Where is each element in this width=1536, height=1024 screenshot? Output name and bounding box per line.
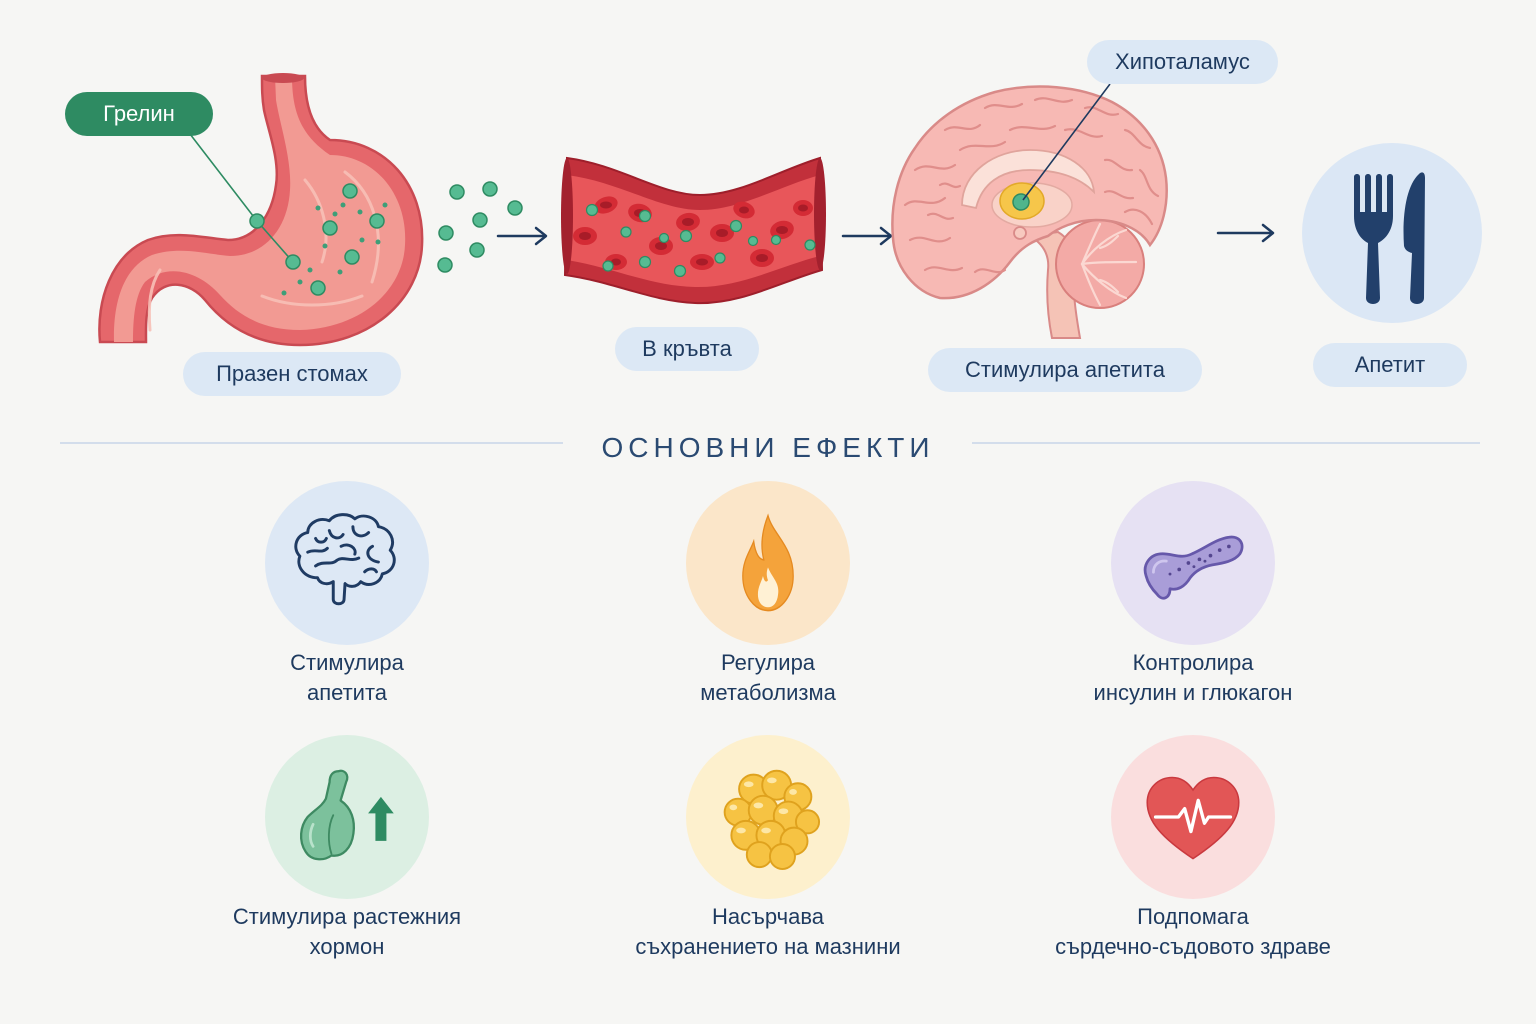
appetite-circle: [1302, 143, 1482, 323]
effect-label-line2: сърдечно-съдовото здраве: [1055, 934, 1331, 959]
divider-left: [60, 442, 563, 444]
in-blood-label: В кръвта: [615, 327, 759, 371]
effect-label-line1: Стимулира: [290, 650, 404, 675]
divider-right: [972, 442, 1480, 444]
knife-icon: [1403, 172, 1425, 304]
ghrelin-particles-small: [281, 202, 388, 296]
stimulates-appetite-label: Стимулира апетита: [928, 348, 1202, 392]
empty-stomach-label: Празен стомах: [183, 352, 401, 396]
cerebellum: [1055, 219, 1145, 309]
effect-controls-insulin-glucagon: Контролира инсулин и глюкагон: [993, 481, 1393, 708]
flame-icon: [742, 513, 794, 612]
pituitary-growth-arrow-icon: [300, 769, 394, 861]
effect-regulates-metabolism: Регулира метаболизма: [568, 481, 968, 708]
effect-icon-circle: [1111, 481, 1275, 645]
fork-icon: [1354, 174, 1393, 304]
effect-label-line2: съхранението на мазнини: [635, 934, 901, 959]
brain-icon: [294, 513, 396, 606]
effect-stimulates-growth-hormone: Стимулира растежния хормон: [147, 735, 547, 962]
stomach-lumen: [113, 76, 406, 342]
red-blood-cells: [573, 196, 813, 270]
effect-icon-circle: [686, 735, 850, 899]
corpus-callosum: [961, 149, 1096, 210]
section-title: ОСНОВНИ ЕФЕКТИ: [601, 432, 935, 463]
ghrelin-released-molecules: [437, 181, 523, 273]
effect-icon-circle: [265, 735, 429, 899]
ghrelin-label: Грелин: [65, 92, 213, 136]
pancreas-icon: [1143, 535, 1244, 600]
effect-label-line1: Контролира: [1132, 650, 1254, 675]
effect-label-line1: Стимулира растежния: [232, 904, 462, 929]
ghrelin-molecules-in-blood: [585, 203, 816, 278]
effect-label-line2: метаболизма: [700, 680, 836, 705]
effect-label-line2: инсулин и глюкагон: [1093, 680, 1293, 705]
effect-supports-cardiovascular-health: Подпомага сърдечно-съдовото здраве: [993, 735, 1393, 962]
brain-illustration: [891, 83, 1168, 339]
heart-pulse-icon: [1146, 776, 1240, 860]
vessel-left-end: [561, 158, 573, 274]
ghrelin-pathway-illustration: [98, 73, 1482, 347]
effect-label-line2: хормон: [309, 934, 385, 959]
arrow-to-appetite-icon: [1216, 223, 1275, 243]
blood-vessel-illustration: [561, 156, 826, 305]
pulse-line-icon: [1153, 798, 1233, 834]
hypothalamus-callout-line: [1022, 83, 1111, 201]
effect-label-line1: Регулира: [720, 650, 816, 675]
effect-label-line1: Насърчава: [712, 904, 824, 929]
stomach-illustration: [98, 73, 424, 347]
effect-icon-circle: [1111, 735, 1275, 899]
appetite-label: Апетит: [1313, 343, 1467, 387]
hypothalamus-label: Хипоталамус: [1087, 40, 1278, 84]
arrow-to-blood-icon: [496, 226, 548, 246]
fat-cells-icon: [723, 769, 821, 870]
esophagus-opening: [262, 73, 304, 83]
ghrelin-molecules-in-stomach: [249, 183, 385, 296]
pituitary-gland-icon: [300, 769, 355, 861]
effect-icon-circle: [686, 481, 850, 645]
vessel-right-end: [814, 158, 826, 270]
up-arrow-icon: [368, 796, 394, 841]
pituitary-gland: [1013, 226, 1027, 240]
effect-promotes-fat-storage: Насърчава съхранението на мазнини: [568, 735, 968, 962]
arrow-to-brain-icon: [841, 226, 893, 246]
brain-gyri: [903, 97, 1160, 274]
effect-icon-circle: [265, 481, 429, 645]
effect-label-line1: Подпомага: [1137, 904, 1249, 929]
effect-label-line2: апетита: [306, 680, 388, 705]
effect-stimulates-appetite: Стимулира апетита: [147, 481, 547, 708]
appetite-illustration: [1302, 143, 1482, 323]
